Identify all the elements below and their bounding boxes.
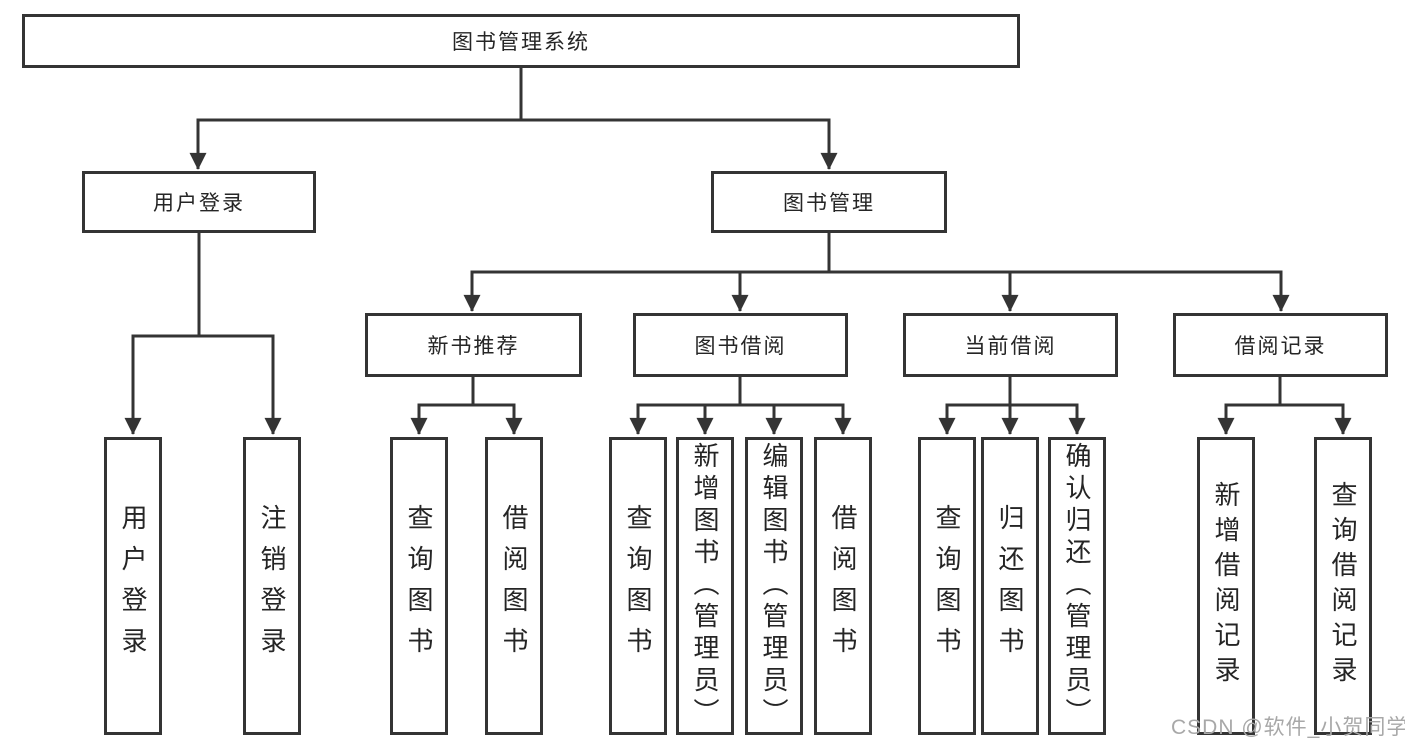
- node-label: 当前借阅: [964, 335, 1057, 358]
- leaf-query-borrow-record: 查询借阅记录: [1314, 437, 1372, 735]
- leaf-query-books-borrowing: 查询图书: [609, 437, 667, 735]
- leaf-label: 查询图书: [623, 504, 653, 668]
- leaf-label: 借阅图书: [499, 504, 529, 668]
- leaf-query-books-current: 查询图书: [918, 437, 976, 735]
- node-new-book-recommendation: 新书推荐: [365, 313, 582, 377]
- leaf-label: 归还图书: [995, 504, 1025, 668]
- leaf-label: 编辑图书（管理员）: [759, 442, 789, 730]
- node-label: 图书管理: [783, 192, 875, 215]
- leaf-label: 借阅图书: [828, 504, 858, 668]
- leaf-edit-book-admin: 编辑图书（管理员）: [745, 437, 803, 735]
- leaf-query-books-recommend: 查询图书: [390, 437, 448, 735]
- node-book-management: 图书管理: [711, 171, 947, 233]
- leaf-label: 新增图书（管理员）: [690, 442, 720, 730]
- node-label: 用户登录: [153, 192, 245, 215]
- node-library-management-system: 图书管理系统: [22, 14, 1020, 68]
- leaf-confirm-return-admin: 确认归还（管理员）: [1048, 437, 1106, 735]
- leaf-borrow-books-recommend: 借阅图书: [485, 437, 543, 735]
- leaf-borrow-books-borrowing: 借阅图书: [814, 437, 872, 735]
- node-label: 图书借阅: [694, 335, 787, 358]
- leaf-label: 用户登录: [118, 504, 148, 668]
- node-label: 新书推荐: [427, 335, 520, 358]
- leaf-user-login: 用户登录: [104, 437, 162, 735]
- node-book-borrowing: 图书借阅: [633, 313, 848, 377]
- leaf-label: 新增借阅记录: [1211, 481, 1241, 691]
- leaf-label: 查询借阅记录: [1328, 481, 1358, 691]
- leaf-label: 确认归还（管理员）: [1062, 442, 1092, 730]
- node-label: 图书管理系统: [452, 31, 590, 54]
- node-user-login: 用户登录: [82, 171, 316, 233]
- leaf-label: 查询图书: [404, 504, 434, 668]
- watermark-text: CSDN @软件_小贺同学: [1171, 716, 1405, 739]
- node-borrowing-records: 借阅记录: [1173, 313, 1388, 377]
- node-current-borrowing: 当前借阅: [903, 313, 1118, 377]
- leaf-logout: 注销登录: [243, 437, 301, 735]
- leaf-label: 注销登录: [257, 504, 287, 668]
- node-label: 借阅记录: [1234, 335, 1327, 358]
- leaf-label: 查询图书: [932, 504, 962, 668]
- leaf-return-book: 归还图书: [981, 437, 1039, 735]
- leaf-add-book-admin: 新增图书（管理员）: [676, 437, 734, 735]
- leaf-add-borrow-record: 新增借阅记录: [1197, 437, 1255, 735]
